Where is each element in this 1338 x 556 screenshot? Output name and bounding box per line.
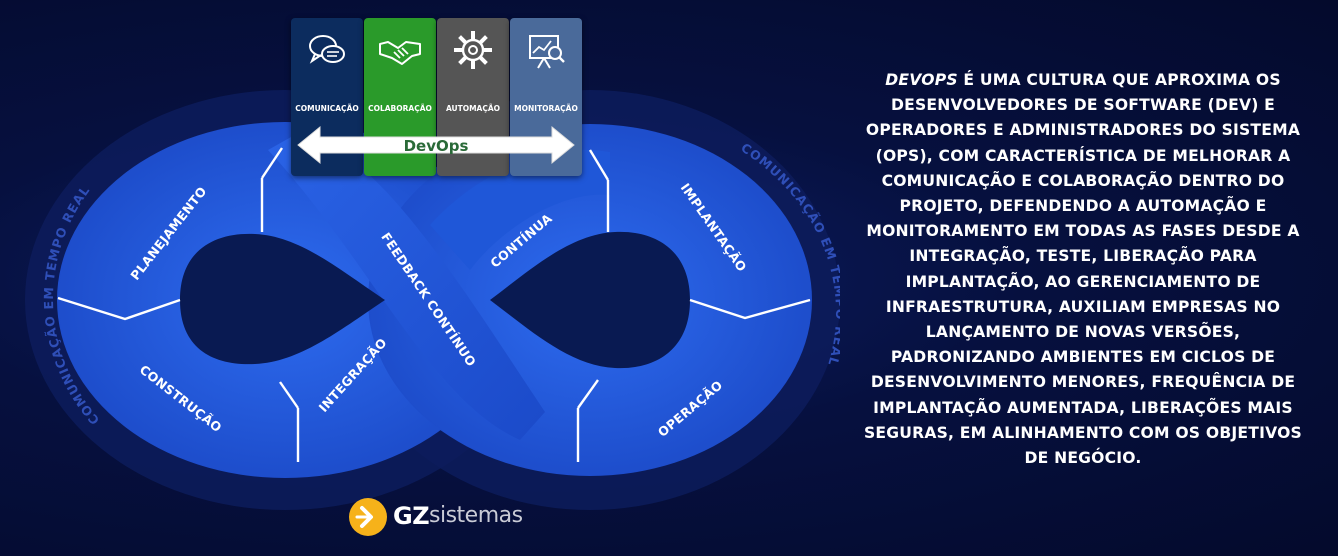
monitoring-chart-icon: [529, 35, 565, 69]
panel-label: Monitoração: [514, 104, 578, 113]
gz-sistemas-logo: GZ sistemas: [349, 498, 529, 538]
panel-label: Comunicação: [295, 104, 359, 113]
logo-mark-icon: [349, 498, 387, 536]
left-hole: [180, 233, 385, 365]
right-hole: [490, 231, 690, 369]
segment-dividers: [57, 147, 811, 462]
gear-icon: [454, 31, 492, 69]
handshake-icon: [379, 41, 421, 65]
panel-label: Colaboração: [368, 104, 432, 113]
devops-double-arrow: DevOps: [297, 125, 575, 165]
devops-description: DevOps é uma cultura que aproxima os des…: [862, 68, 1304, 471]
description-lead: DevOps: [885, 71, 958, 89]
devops-arrow-label: DevOps: [404, 137, 469, 155]
feedback-band: [268, 132, 545, 440]
chat-bubbles-icon: [309, 35, 345, 64]
devops-infinity-diagram: Planejamento Construção Integração Feedb…: [25, 90, 840, 510]
logo-brand-bold: GZ: [393, 502, 430, 530]
continua-band: [430, 149, 610, 270]
logo-brand-light: sistemas: [429, 503, 523, 528]
description-body: é uma cultura que aproxima os desenvolve…: [863, 71, 1302, 468]
panel-label: Automação: [445, 104, 501, 113]
